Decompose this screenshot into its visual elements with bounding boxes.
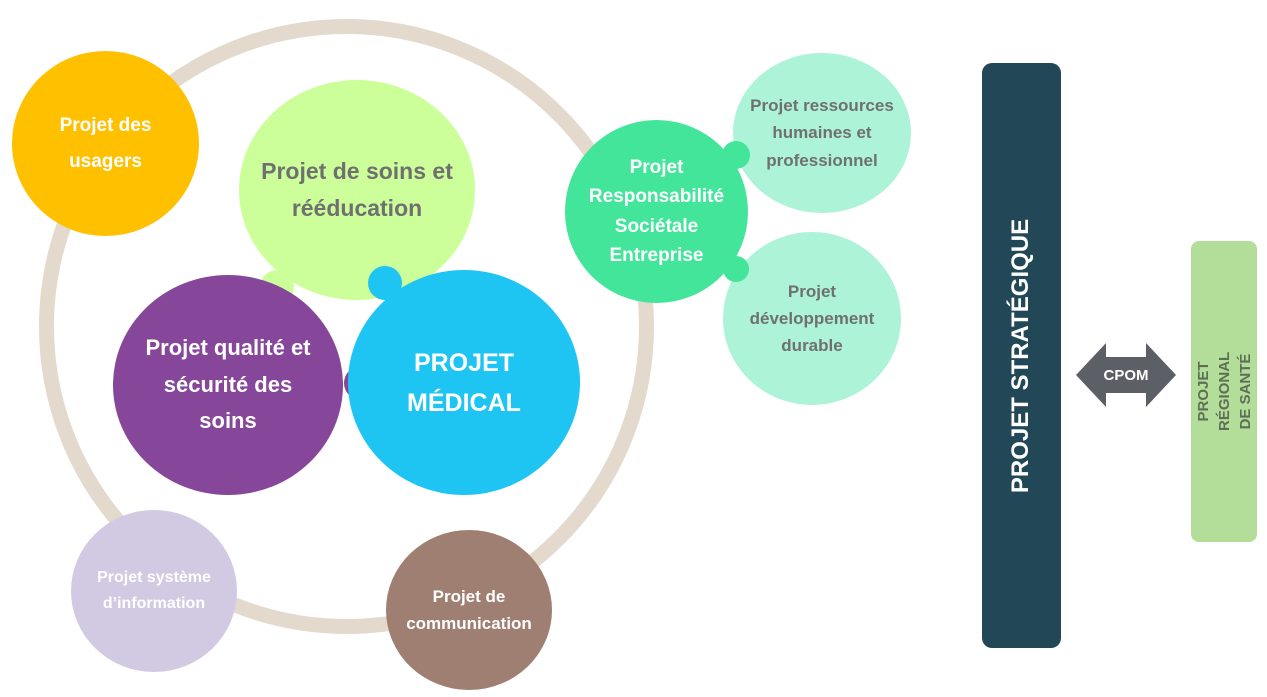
cpom-double-arrow: [1076, 343, 1176, 407]
bar-projet-regional-sante: PROJET RÉGIONAL DE SANTÉ: [1191, 241, 1257, 542]
label-projet-medical: PROJET MÉDICAL: [407, 348, 521, 417]
label-projet-usagers: Projet des usagers: [59, 115, 152, 172]
label-projet-qualite-securite: Projet qualité et sécurité des soins: [145, 334, 311, 434]
circle-projet-rse: Projet Responsabilité Sociétale Entrepri…: [565, 120, 748, 303]
circle-projet-qualite-securite: Projet qualité et sécurité des soins: [113, 275, 343, 495]
label-projet-systeme-information: Projet système d’information: [97, 569, 211, 612]
bar-projet-strategique: PROJET STRATÉGIQUE: [982, 63, 1061, 648]
circle-projet-systeme-information: Projet système d’information: [71, 510, 237, 672]
label-projet-communication: Projet de communication: [406, 586, 532, 633]
circle-projet-communication: Projet de communication: [386, 530, 552, 690]
circle-projet-soins-reeducation: Projet de soins et rééducation: [239, 80, 475, 300]
label-projet-soins-reeducation: Projet de soins et rééducation: [261, 158, 453, 221]
label-projet-regional-sante: PROJET RÉGIONAL DE SANTÉ: [1194, 351, 1254, 431]
circle-projet-medical: PROJET MÉDICAL: [348, 270, 580, 495]
cpom-label-wrap: CPOM: [1076, 343, 1176, 407]
cpom-arrow-shape: [1076, 343, 1176, 407]
label-projet-ressources-humaines: Projet ressources humaines et profession…: [750, 96, 894, 170]
label-projet-rse: Projet Responsabilité Sociétale Entrepri…: [588, 156, 725, 266]
circle-projet-developpement-durable: Projet développement durable: [723, 232, 901, 405]
label-cpom: CPOM: [1103, 366, 1149, 384]
label-projet-developpement-durable: Projet développement durable: [749, 281, 875, 356]
circle-projet-usagers: Projet des usagers: [12, 51, 199, 236]
circle-projet-ressources-humaines: Projet ressources humaines et profession…: [733, 53, 911, 213]
label-projet-strategique: PROJET STRATÉGIQUE: [1007, 218, 1035, 493]
